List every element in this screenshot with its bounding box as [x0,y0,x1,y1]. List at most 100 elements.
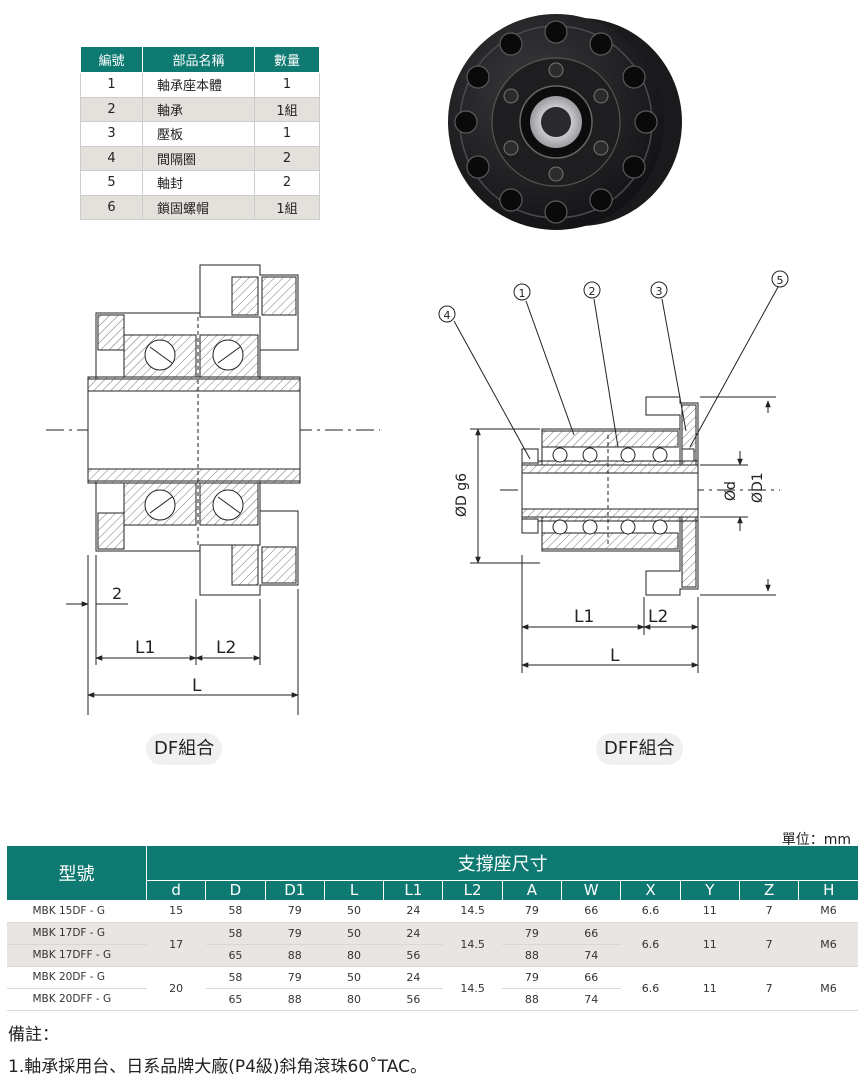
cell-d: 17 [146,922,206,967]
parts-table: 編號 部品名稱 數量 1 軸承座本體 1 2 軸承 1組 3 壓板 1 4 間隔… [80,46,320,220]
col-header: H [798,879,859,900]
cell-L1: 24 [383,966,443,989]
cell-L: 80 [324,988,384,1011]
cell-A: 79 [502,900,562,923]
parts-header-qty: 數量 [254,46,320,73]
part-name: 軸承 [142,96,255,122]
cell-Y: 11 [680,966,740,1011]
spec-header-row: 型號 支撐座尺寸 [6,846,859,900]
cell-W: 66 [561,966,621,989]
part-qty: 1 [254,121,320,147]
col-header: A [501,879,562,900]
callout-5: 5 [777,274,784,287]
cell-L1: 24 [383,922,443,945]
cell-Z: 7 [739,966,799,1011]
dff-dim-d: Ød [723,481,739,501]
part-no: 5 [80,170,143,196]
cell-X: 6.6 [620,922,681,967]
part-name: 軸承座本體 [142,72,255,98]
table-row: 6 鎖固螺帽 1組 [80,194,320,220]
part-name: 鎖固螺帽 [142,194,255,220]
col-header: L1 [383,879,443,900]
df-caption: DF組合 [146,733,223,765]
cell-D: 58 [205,900,266,923]
df-drawing [46,264,380,715]
table-row: 4 間隔圈 2 [80,145,320,171]
df-dim-l1: L1 [135,638,155,658]
cell-A: 79 [502,966,562,989]
cell-D1: 79 [265,900,325,923]
cell-D: 65 [205,944,266,967]
spec-header-group: 支撐座尺寸 [146,846,859,880]
cell-H: M6 [798,922,859,967]
part-qty: 2 [254,170,320,196]
df-dim-2: 2 [112,584,122,603]
dff-dim-l: L [610,646,620,666]
model-cell: MBK 20DFF - G [6,988,147,1011]
dff-drawing [438,270,789,673]
cell-D: 58 [205,922,266,945]
col-header: d [145,879,206,900]
dff-dim-l1: L1 [574,607,594,627]
cell-A: 88 [502,944,562,967]
cell-L2: 14.5 [442,966,503,1011]
part-no: 6 [80,194,143,220]
cell-A: 88 [502,988,562,1011]
part-name: 壓板 [142,121,255,147]
table-row: MBK 15DF - G 15 58 79 50 24 14.5 79 66 6… [6,900,859,923]
cell-L1: 24 [383,900,443,923]
cell-L: 50 [324,900,384,923]
cell-D1: 79 [265,922,325,945]
parts-header-name: 部品名稱 [142,46,255,73]
table-row: MBK 20DFF - G 65 88 80 56 88 74 [6,988,859,1011]
callout-2: 2 [589,285,596,298]
part-qty: 2 [254,145,320,171]
cell-L: 80 [324,944,384,967]
part-no: 4 [80,145,143,171]
cell-L2: 14.5 [442,922,503,967]
dff-dim-l2: L2 [648,607,668,627]
col-header: D1 [264,879,325,900]
callout-1: 1 [519,287,526,300]
table-row: MBK 17DFF - G 65 88 80 56 88 74 [6,944,859,967]
note-item: 1.軸承採用台、日系品牌大廠(P4級)斜角滾珠60˚TAC。 [8,1057,427,1077]
cell-Z: 7 [739,922,799,967]
cell-D1: 88 [265,988,325,1011]
cell-D1: 88 [265,944,325,967]
spec-table: 型號 支撐座尺寸 d D D1 L L1 L2 A W X Y Z H MBK … [6,846,859,1011]
cell-W: 74 [561,944,621,967]
col-header: Y [679,879,740,900]
spec-header-model: 型號 [6,846,147,900]
cross-section-drawings: 2 L1 L2 L [46,264,789,715]
table-row: 3 壓板 1 [80,121,320,147]
cell-L1: 56 [383,944,443,967]
col-header: X [620,879,681,900]
part-no: 3 [80,121,143,147]
cell-W: 66 [561,900,621,923]
cell-A: 79 [502,922,562,945]
dff-dim-d1: ØD1 [750,472,766,503]
cell-L: 50 [324,922,384,945]
parts-header-no: 編號 [80,46,143,73]
cell-D1: 79 [265,966,325,989]
cell-W: 66 [561,922,621,945]
model-cell: MBK 15DF - G [6,900,147,923]
part-qty: 1 [254,72,320,98]
cell-L2: 14.5 [442,900,503,923]
cell-D: 58 [205,966,266,989]
parts-header-row: 編號 部品名稱 數量 [80,46,320,73]
part-no: 2 [80,96,143,122]
spec-subheader-row: d D D1 L L1 L2 A W X Y Z H [7,879,859,900]
cell-Y: 11 [680,922,740,967]
col-header: L [323,879,384,900]
col-header: Z [738,879,799,900]
cell-H: M6 [798,966,859,1011]
model-cell: MBK 20DF - G [6,966,147,989]
callout-4: 4 [444,309,451,322]
cell-Z: 7 [739,900,799,923]
model-cell: MBK 17DF - G [6,922,147,945]
cell-L1: 56 [383,988,443,1011]
table-row: MBK 20DF - G 20 58 79 50 24 14.5 79 66 6… [6,966,859,1011]
part-name: 軸封 [142,170,255,196]
cell-L: 50 [324,966,384,989]
